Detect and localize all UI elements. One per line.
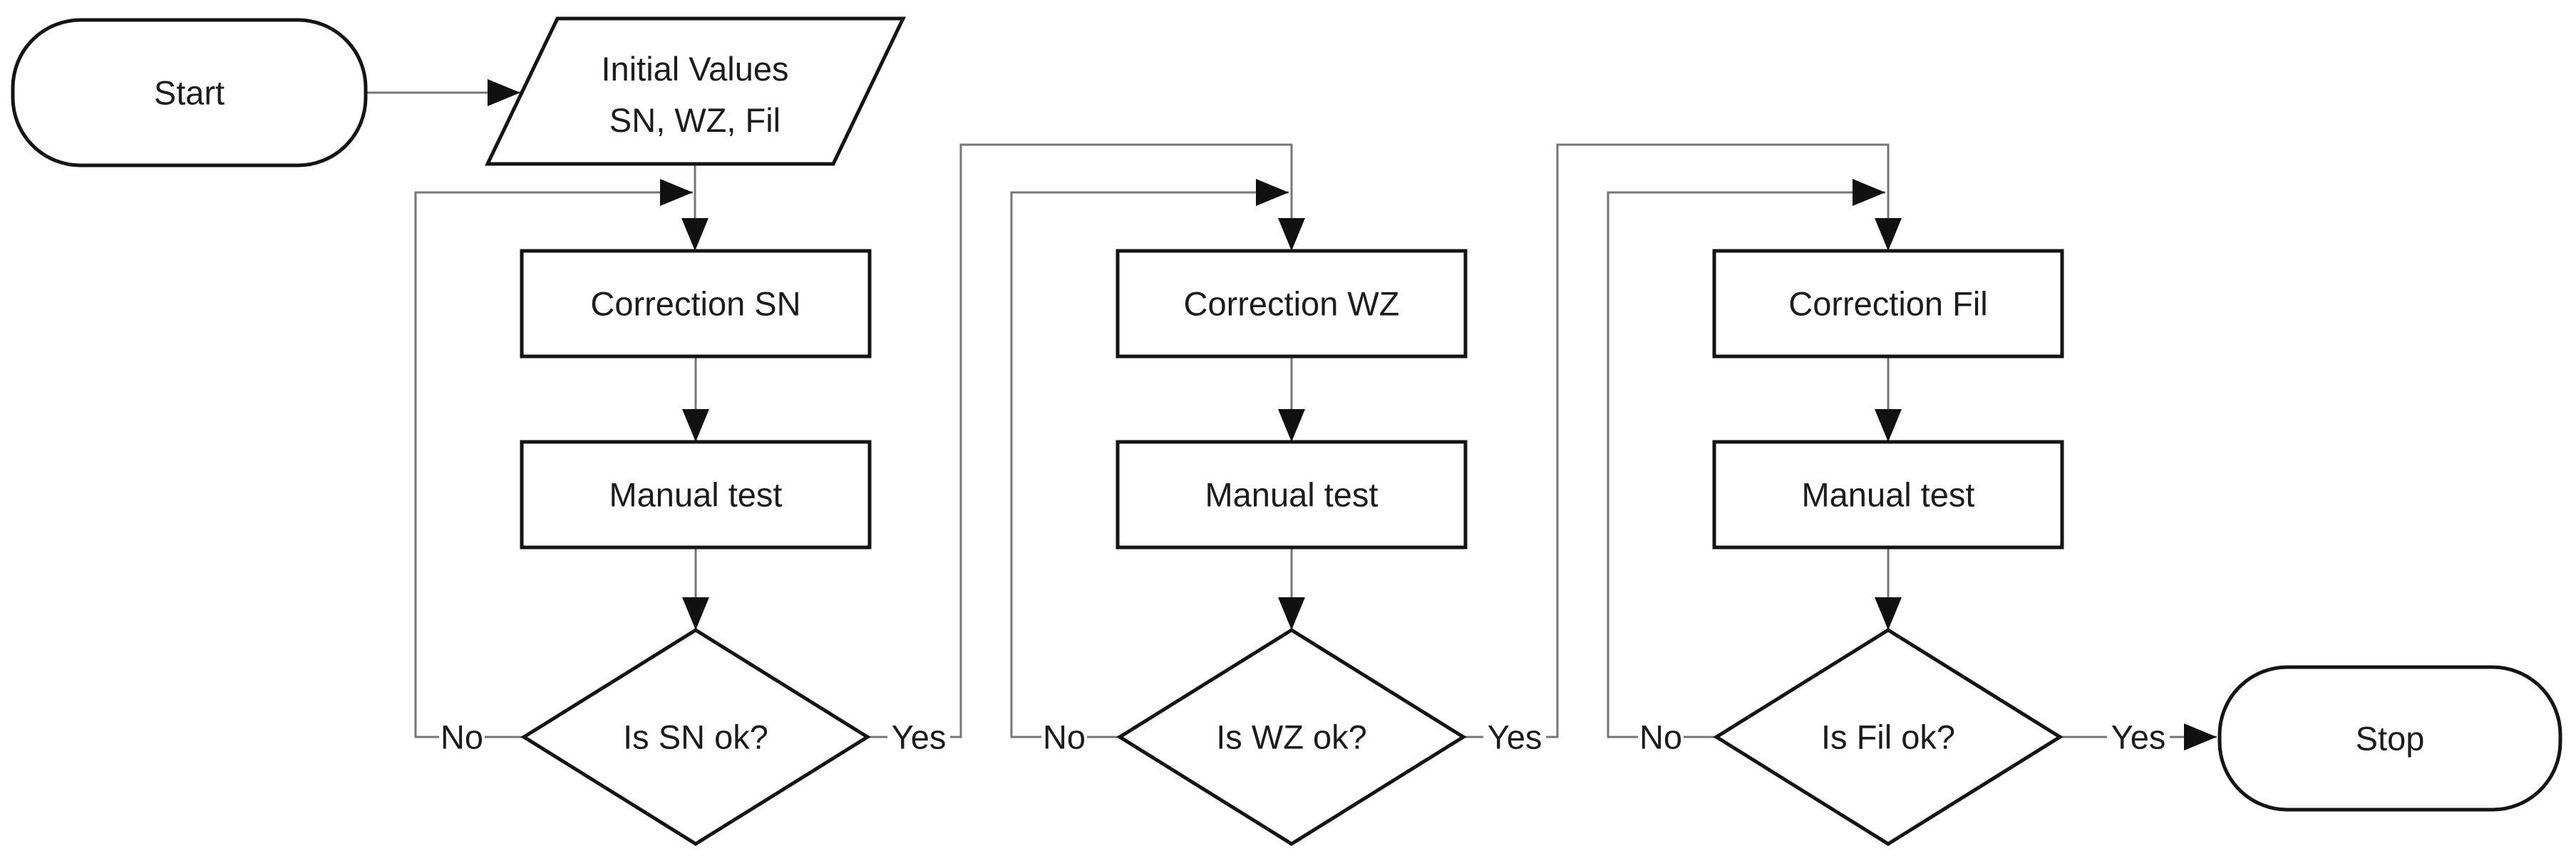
node-is-wz-ok: Is WZ ok? xyxy=(1116,628,1467,846)
arrowhead-start-to-initial-values xyxy=(488,79,520,106)
is-fil-ok-label: Is Fil ok? xyxy=(1821,718,1955,756)
correction-sn-label: Correction SN xyxy=(590,285,800,323)
node-stop: Stop xyxy=(2217,665,2562,812)
node-correction-fil: Correction Fil xyxy=(1712,249,2064,359)
edge-label-no-1: No xyxy=(441,718,483,756)
manual-test-3-shape xyxy=(1712,440,2064,550)
arrowhead-correction-wz-to-manual-test-2 xyxy=(1278,409,1305,442)
arrowhead-manual-test-3-to-is-fil-ok xyxy=(1875,597,1902,630)
node-start: Start xyxy=(11,18,368,167)
correction-sn-shape xyxy=(520,249,872,359)
edge-label-yes-2: Yes xyxy=(1488,718,1542,756)
initial-values-shape xyxy=(485,16,906,166)
is-wz-ok-label: Is WZ ok? xyxy=(1216,718,1367,756)
arrowhead-is-wz-ok-no-loop xyxy=(1256,179,1289,206)
arrowhead-initial-values-to-correction-sn xyxy=(681,218,709,251)
correction-wz-label: Correction WZ xyxy=(1184,285,1400,323)
is-sn-ok-shape xyxy=(520,628,871,846)
edge-label-yes-3: Yes xyxy=(2111,718,2166,756)
arrowhead-manual-test-1-to-is-sn-ok xyxy=(682,597,709,630)
stop-label: Stop xyxy=(2356,720,2425,758)
correction-fil-label: Correction Fil xyxy=(1788,285,1987,323)
node-is-fil-ok: Is Fil ok? xyxy=(1713,628,2064,846)
edge-label-bg-yes-2 xyxy=(1483,717,1546,757)
is-fil-ok-shape xyxy=(1713,628,2064,846)
arrowhead-correction-sn-to-manual-test-1 xyxy=(682,409,709,442)
manual-test-1-label: Manual test xyxy=(609,476,783,514)
node-manual-test-1: Manual test xyxy=(520,440,872,550)
node-correction-wz: Correction WZ xyxy=(1116,249,1468,359)
node-manual-test-3: Manual test xyxy=(1712,440,2064,550)
arrowhead-is-wz-ok-yes-to-correction-fil xyxy=(1875,218,1902,251)
edge-label-no-3: No xyxy=(1639,718,1682,756)
edge-label-bg-no-1 xyxy=(439,717,485,757)
node-correction-sn: Correction SN xyxy=(520,249,872,359)
correction-fil-shape xyxy=(1712,249,2064,359)
manual-test-1-shape xyxy=(520,440,872,550)
edge-labels-layer: No Yes No Yes No Yes xyxy=(439,717,2170,757)
start-shape xyxy=(11,18,368,167)
node-manual-test-2: Manual test xyxy=(1116,440,1468,550)
stop-shape xyxy=(2217,665,2562,812)
edge-label-bg-yes-1 xyxy=(887,717,950,757)
is-sn-ok-label: Is SN ok? xyxy=(623,718,768,756)
arrowhead-is-sn-ok-yes-to-correction-wz xyxy=(1278,218,1305,251)
arrowhead-correction-fil-to-manual-test-3 xyxy=(1875,409,1902,442)
edge-label-yes-1: Yes xyxy=(892,718,947,756)
is-wz-ok-shape xyxy=(1116,628,1467,846)
node-is-sn-ok: Is SN ok? xyxy=(520,628,871,846)
manual-test-3-label: Manual test xyxy=(1802,476,1975,514)
edge-label-bg-no-2 xyxy=(1041,717,1087,757)
edge-label-no-2: No xyxy=(1043,718,1086,756)
start-label: Start xyxy=(154,74,225,112)
arrowhead-is-sn-ok-no-loop xyxy=(660,179,693,206)
correction-wz-shape xyxy=(1116,249,1468,359)
arrowhead-manual-test-2-to-is-wz-ok xyxy=(1278,597,1305,630)
manual-test-2-shape xyxy=(1116,440,1468,550)
edge-label-bg-no-3 xyxy=(1638,717,1684,757)
manual-test-2-label: Manual test xyxy=(1205,476,1379,514)
edge-label-bg-yes-3 xyxy=(2107,717,2170,757)
arrowhead-is-fil-ok-yes-to-stop xyxy=(2184,723,2217,751)
arrowhead-is-fil-ok-no-loop xyxy=(1853,179,1885,206)
